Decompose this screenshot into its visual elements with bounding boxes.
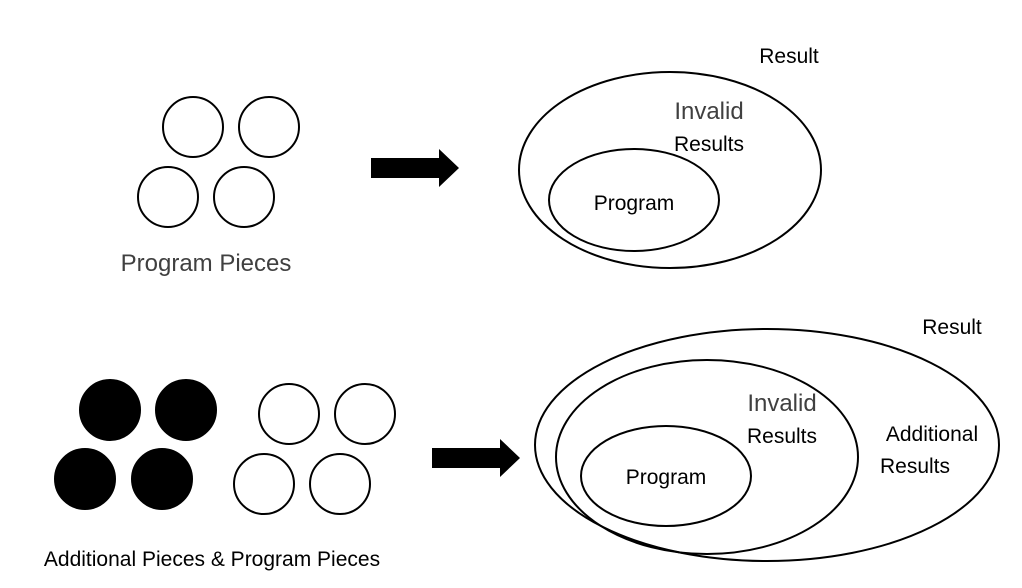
program-piece-circle xyxy=(309,453,371,515)
top-panel: Program Pieces Result Invalid Results Pr… xyxy=(121,45,822,277)
bottom-program-ellipse xyxy=(580,425,752,527)
program-piece-circle xyxy=(137,166,199,228)
program-piece-circle xyxy=(238,96,300,158)
top-result-ellipse xyxy=(518,71,822,269)
program-piece-circle xyxy=(213,166,275,228)
bottom-program-label: Program xyxy=(626,466,707,489)
bottom-invalid-ellipse xyxy=(555,359,859,555)
bottom-panel: Additional Pieces & Program Pieces Resul… xyxy=(44,316,1000,571)
additional-piece-circle xyxy=(54,448,116,510)
program-piece-circle xyxy=(162,96,224,158)
top-arrow-icon xyxy=(371,149,459,187)
bottom-arrow-icon xyxy=(432,439,520,477)
bottom-additional-label-line2: Results xyxy=(880,455,950,478)
bottom-program-pieces xyxy=(233,383,396,515)
bottom-additional-label-line1: Additional xyxy=(886,423,978,446)
top-invalid-label-line2: Results xyxy=(674,133,744,156)
program-piece-circle xyxy=(233,453,295,515)
bottom-result-label: Result xyxy=(922,316,982,339)
top-program-ellipse xyxy=(548,148,720,252)
additional-piece-circle xyxy=(79,379,141,441)
top-result-label: Result xyxy=(759,45,819,68)
top-invalid-label-line1: Invalid xyxy=(674,98,743,125)
bottom-invalid-label-line2: Results xyxy=(747,425,817,448)
program-piece-circle xyxy=(258,383,320,445)
program-piece-circle xyxy=(334,383,396,445)
top-program-pieces xyxy=(137,96,300,228)
bottom-pieces-label: Additional Pieces & Program Pieces xyxy=(44,548,380,571)
top-program-label: Program xyxy=(594,192,675,215)
additional-piece-circle xyxy=(155,379,217,441)
bottom-invalid-label-line1: Invalid xyxy=(747,390,816,417)
additional-piece-circle xyxy=(131,448,193,510)
top-pieces-label: Program Pieces xyxy=(121,250,292,277)
bottom-result-ellipse xyxy=(534,328,1000,562)
additional-pieces xyxy=(54,379,217,510)
